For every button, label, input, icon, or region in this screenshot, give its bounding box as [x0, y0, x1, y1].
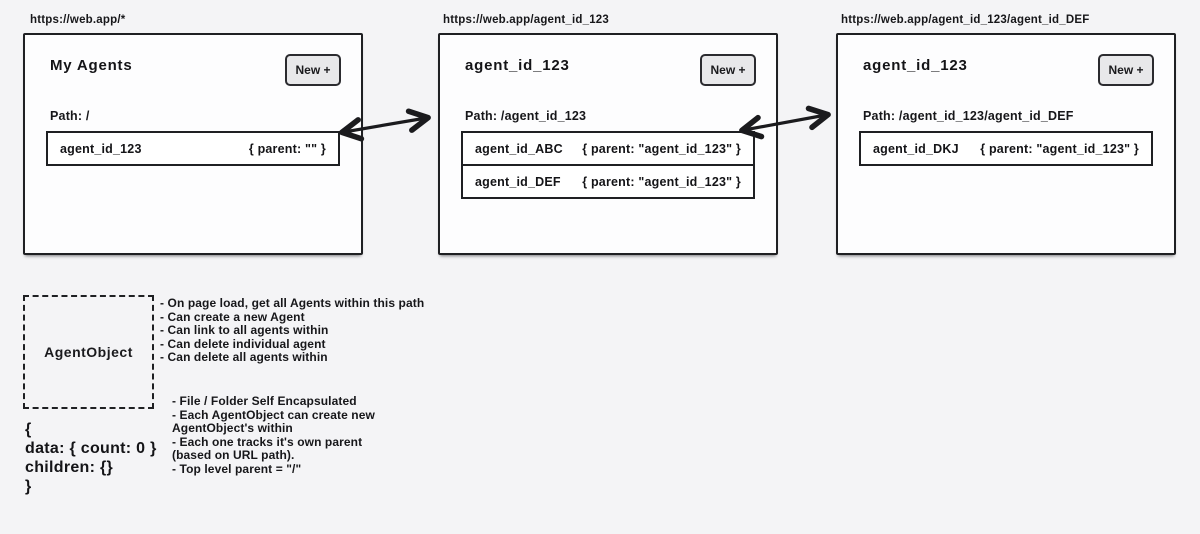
architecture-notes: - File / Folder Self Encapsulated - Each…: [172, 394, 375, 477]
browser-panel-root: My Agents New + Path: / agent_id_123 { p…: [23, 33, 363, 255]
path-label: Path: /: [50, 109, 90, 123]
agent-id: agent_id_ABC: [475, 141, 563, 156]
agent-row[interactable]: agent_id_ABC { parent: "agent_id_123" }: [463, 133, 753, 164]
note-line: - File / Folder Self Encapsulated: [172, 394, 357, 408]
note-line: - Each one tracks it's own parent: [172, 434, 363, 449]
note-line: - Can create a new Agent: [160, 309, 305, 324]
agent-parent-meta: { parent: "agent_id_123" }: [980, 141, 1139, 156]
panel-title: agent_id_123: [863, 57, 968, 74]
browser-panel-child: agent_id_123 New + Path: /agent_id_123 a…: [438, 33, 778, 255]
agent-row[interactable]: agent_id_DEF { parent: "agent_id_123" }: [463, 164, 753, 197]
code-line: children: {}: [25, 459, 114, 476]
note-line: - Can delete all agents within: [160, 350, 328, 365]
agent-object-notes: - On page load, get all Agents within th…: [160, 296, 425, 365]
code-line: data: { count: 0 }: [25, 440, 157, 457]
agent-object-label: AgentObject: [44, 344, 133, 360]
agent-row[interactable]: agent_id_DKJ { parent: "agent_id_123" }: [861, 133, 1151, 164]
agent-object-box: AgentObject: [23, 295, 154, 409]
path-label: Path: /agent_id_123: [465, 109, 587, 123]
code-line: }: [25, 478, 32, 495]
agent-id: agent_id_123: [60, 141, 142, 156]
agent-row[interactable]: agent_id_123 { parent: "" }: [48, 133, 338, 164]
note-line: - On page load, get all Agents within th…: [160, 296, 425, 310]
agent-id: agent_id_DEF: [475, 174, 561, 189]
panel-title: My Agents: [50, 57, 133, 74]
note-line: - Top level parent = "/": [172, 461, 302, 476]
agent-parent-meta: { parent: "" }: [248, 141, 326, 156]
agent-parent-meta: { parent: "agent_id_123" }: [582, 141, 741, 156]
note-line: - Each AgentObject can create new: [172, 407, 375, 422]
agent-object-schema: { data: { count: 0 } children: {} }: [25, 420, 157, 496]
path-label: Path: /agent_id_123/agent_id_DEF: [863, 109, 1074, 123]
url-label-root: https://web.app/*: [30, 14, 126, 26]
note-line: - Can link to all agents within: [160, 323, 329, 338]
note-line: (based on URL path).: [172, 448, 295, 463]
code-line: {: [25, 421, 32, 438]
agent-list: agent_id_123 { parent: "" }: [46, 131, 340, 166]
browser-panel-grandchild: agent_id_123 New + Path: /agent_id_123/a…: [836, 33, 1176, 255]
agent-id: agent_id_DKJ: [873, 141, 959, 156]
note-line: - Can delete individual agent: [160, 336, 326, 351]
new-agent-button[interactable]: New +: [700, 54, 756, 86]
agent-list: agent_id_DKJ { parent: "agent_id_123" }: [859, 131, 1153, 166]
note-line: AgentObject's within: [172, 421, 293, 436]
url-label-child: https://web.app/agent_id_123: [443, 14, 609, 26]
agent-parent-meta: { parent: "agent_id_123" }: [582, 174, 741, 189]
agent-list: agent_id_ABC { parent: "agent_id_123" } …: [461, 131, 755, 199]
url-label-grandchild: https://web.app/agent_id_123/agent_id_DE…: [841, 14, 1090, 26]
new-agent-button[interactable]: New +: [285, 54, 341, 86]
new-agent-button[interactable]: New +: [1098, 54, 1154, 86]
panel-title: agent_id_123: [465, 57, 570, 74]
